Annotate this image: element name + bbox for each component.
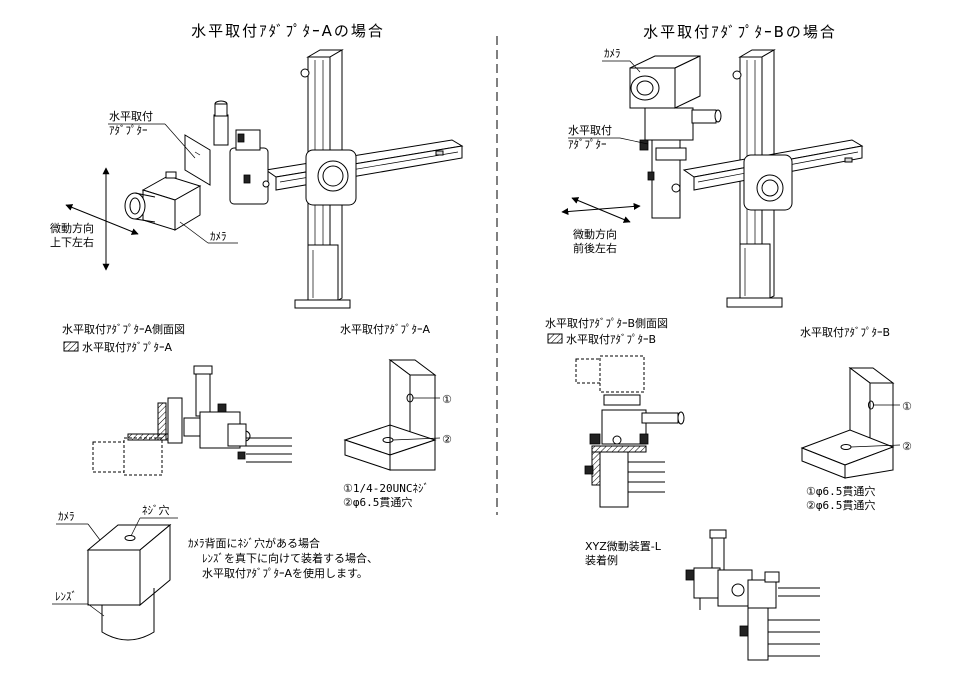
right-motion-line1: 微動方向 (573, 227, 617, 241)
camera-with-hole-drawing (86, 523, 172, 641)
right-camera-label: ｶﾒﾗ (604, 47, 621, 60)
right-part-title: 水平取付ｱﾀﾞﾌﾟﾀｰB (800, 326, 890, 339)
motion-arrows-b (561, 197, 641, 223)
left-camera-label: ｶﾒﾗ (210, 230, 227, 243)
camera-note-hole-label: ﾈｼﾞ穴 (142, 503, 170, 517)
camera-text-line3: 水平取付ｱﾀﾞﾌﾟﾀｰAを使用します。 (202, 567, 368, 580)
xyz-line1: XYZ微動装置-L (585, 539, 662, 553)
xyz-line2: 装着例 (585, 553, 618, 567)
left-callout-2: ② (442, 433, 452, 446)
left-part-title: 水平取付ｱﾀﾞﾌﾟﾀｰA (340, 323, 430, 336)
left-side-view-legend: 水平取付ｱﾀﾞﾌﾟﾀｰA (82, 341, 172, 354)
right-hatch-legend-swatch (547, 333, 563, 344)
right-title: 水平取付ｱﾀﾞﾌﾟﾀｰBの場合 (643, 23, 837, 41)
left-adapter-leader (164, 123, 196, 159)
stand-a-assembly (124, 49, 464, 309)
camera-text-line1: ｶﾒﾗ背面にﾈｼﾞ穴がある場合 (188, 536, 320, 550)
camera-note-camera-label: ｶﾒﾗ (58, 510, 75, 523)
xyz-device-drawing (685, 529, 820, 661)
right-adapter-label-line2: ｱﾀﾞﾌﾟﾀｰ (568, 138, 607, 151)
side-view-a (92, 365, 292, 476)
right-adapter-label-line1: 水平取付 (568, 124, 612, 137)
stand-b-assembly (629, 49, 864, 308)
right-note-2: ②φ6.5貫通穴 (806, 498, 875, 512)
camera-text-line2: ﾚﾝｽﾞを真下に向けて装着する場合、 (202, 551, 378, 565)
left-side-view-title: 水平取付ｱﾀﾞﾌﾟﾀｰA側面図 (62, 323, 185, 336)
left-hatch-legend-swatch (63, 341, 79, 352)
left-note-1: ①1/4-20UNCﾈｼﾞ (343, 482, 429, 495)
left-adapter-label-line1: 水平取付 (109, 110, 153, 123)
left-callout-1: ① (442, 393, 452, 406)
side-view-b (575, 355, 685, 508)
bracket-b-drawing (800, 367, 895, 479)
left-motion-line1: 微動方向 (50, 221, 94, 235)
bracket-a-drawing (343, 359, 437, 471)
right-side-view-title: 水平取付ｱﾀﾞﾌﾟﾀｰB側面図 (545, 317, 668, 330)
left-adapter-label-line2: ｱﾀﾞﾌﾟﾀｰ (109, 124, 148, 137)
left-note-2: ②φ6.5貫通穴 (343, 495, 412, 509)
right-note-1: ①φ6.5貫通穴 (806, 484, 875, 498)
right-callout-1: ① (902, 400, 912, 413)
camera-note-lens-label: ﾚﾝｽﾞ (55, 590, 77, 603)
right-callout-2: ② (902, 440, 912, 453)
right-side-view-legend: 水平取付ｱﾀﾞﾌﾟﾀｰB (566, 333, 656, 346)
left-motion-line2: 上下左右 (50, 235, 94, 249)
motion-arrows-a (65, 167, 139, 271)
left-title: 水平取付ｱﾀﾞﾌﾟﾀｰAの場合 (191, 22, 385, 40)
right-motion-line2: 前後左右 (573, 241, 617, 255)
